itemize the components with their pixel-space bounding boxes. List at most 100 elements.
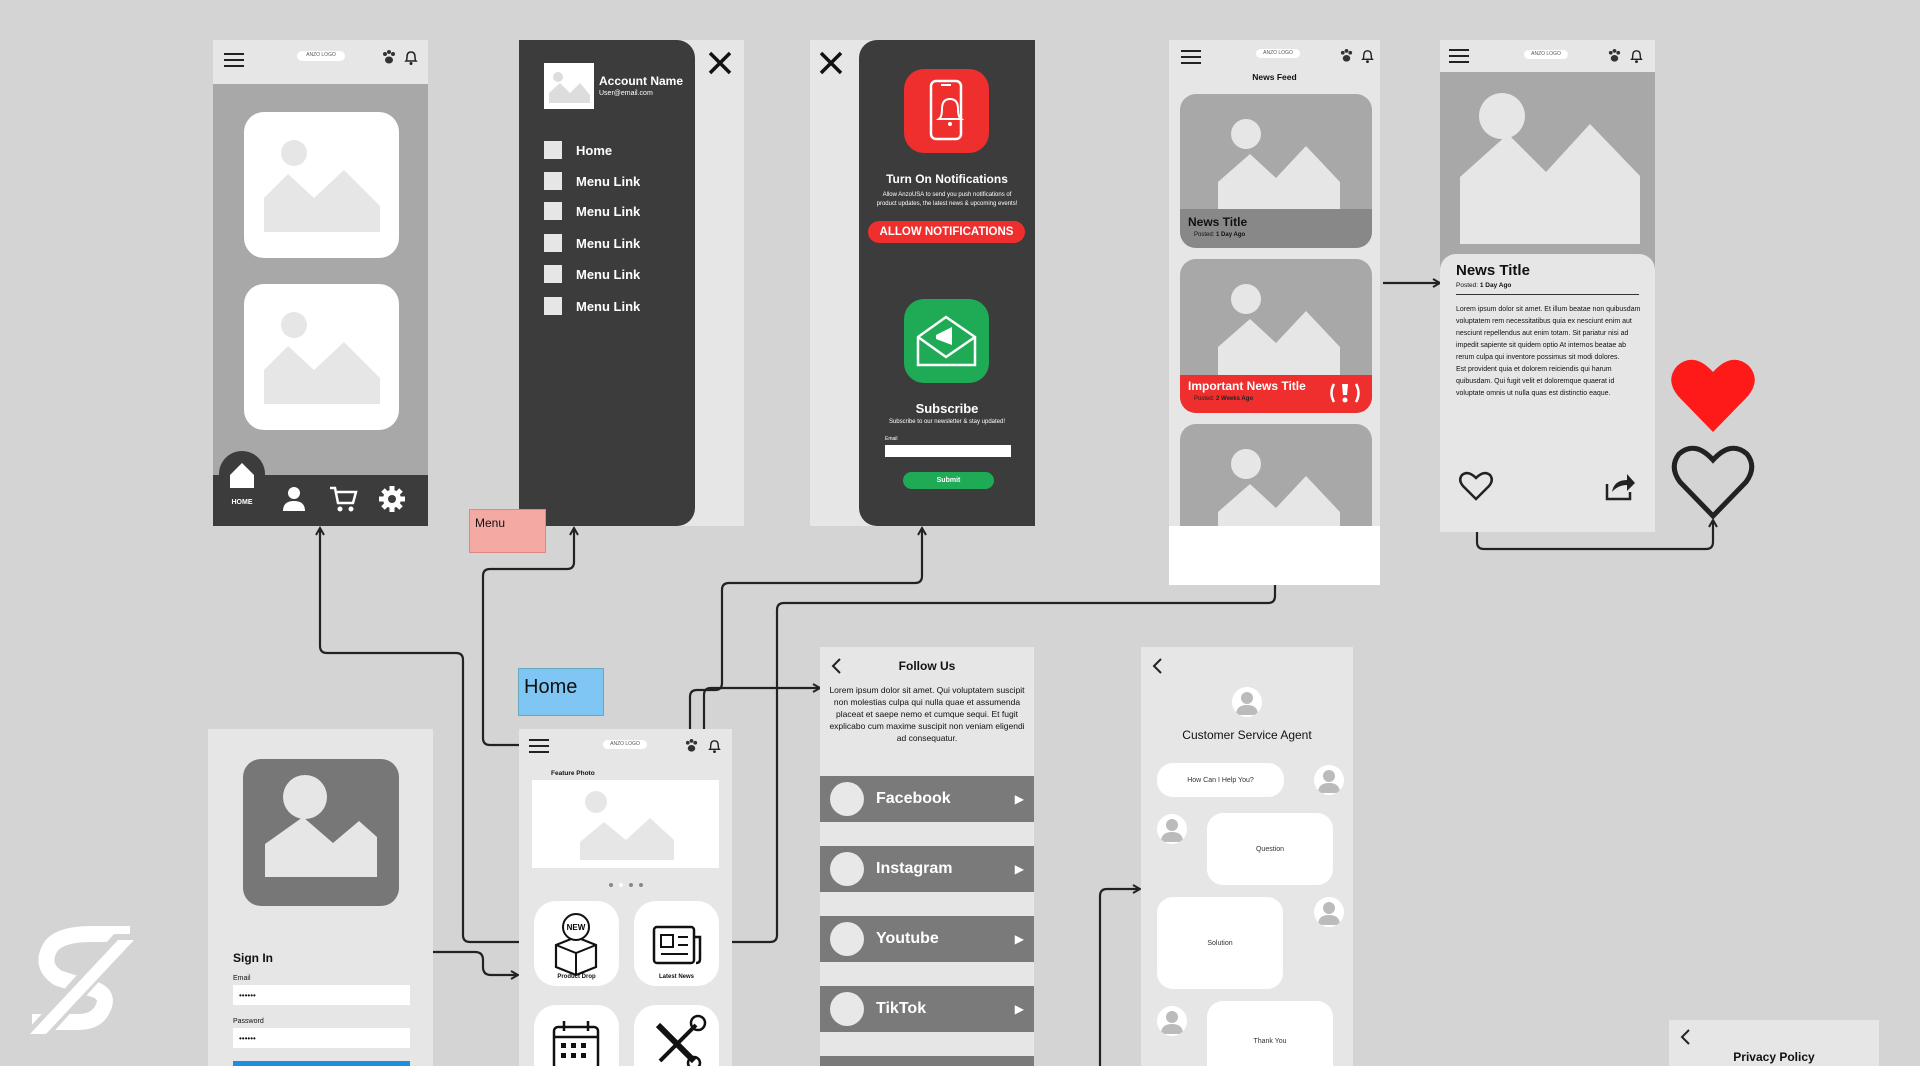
image-placeholder	[244, 112, 399, 258]
paw-icon[interactable]	[381, 49, 397, 65]
home-icon	[230, 463, 254, 488]
article-sheet: News Title Posted: 1 Day Ago Lorem ipsum…	[1440, 254, 1655, 532]
paw-icon[interactable]	[1607, 48, 1622, 63]
bell-icon[interactable]	[403, 49, 419, 66]
logo: ANZO LOGO	[1524, 50, 1568, 59]
paw-icon[interactable]	[1339, 48, 1354, 63]
account-name: Account Name	[599, 74, 684, 88]
agent-avatar	[1157, 1006, 1187, 1036]
tile-calendar[interactable]	[534, 1005, 619, 1066]
signin-title: Sign In	[233, 951, 273, 965]
password-field[interactable]: ••••••	[233, 1028, 410, 1048]
share-icon[interactable]	[1603, 470, 1637, 502]
allow-notifications-button[interactable]: ALLOW NOTIFICATIONS	[868, 221, 1025, 243]
news-card[interactable]	[1180, 424, 1372, 526]
menu-item-icon	[544, 265, 562, 283]
back-icon[interactable]	[830, 657, 842, 675]
feature-label: Feature Photo	[551, 770, 595, 777]
submit-button[interactable]: Submit	[903, 472, 994, 489]
menu-item-link[interactable]: Menu Link	[544, 297, 640, 315]
news-card-important[interactable]: Important News Title Posted: 2 Weeks Ago	[1180, 259, 1372, 413]
menu-icon[interactable]	[1449, 49, 1469, 63]
account-email: User@email.com	[599, 90, 653, 97]
social-more[interactable]	[820, 1056, 1034, 1066]
menu-item-label: Menu Link	[576, 173, 641, 189]
menu-item-link[interactable]: Menu Link	[544, 265, 640, 283]
notify-title: Turn On Notifications	[886, 172, 1008, 186]
top-bar: ANZO LOGO	[1440, 40, 1655, 72]
menu-icon[interactable]	[529, 739, 549, 753]
back-icon[interactable]	[1151, 657, 1163, 675]
chevron-right-icon: ▶	[1014, 932, 1024, 946]
home-tab[interactable]	[219, 451, 265, 497]
posted-prefix: Posted:	[1194, 396, 1215, 402]
page-title: News Feed	[1252, 72, 1297, 82]
note-menu: Menu	[469, 509, 546, 553]
top-bar: ANZO LOGO	[213, 40, 428, 84]
signin-button[interactable]	[233, 1061, 410, 1066]
logo: ANZO LOGO	[603, 740, 647, 749]
posted-value: 1 Day Ago	[1216, 232, 1246, 238]
agent-avatar	[1232, 687, 1262, 717]
menu-item-icon	[544, 202, 562, 220]
email-field[interactable]	[885, 445, 1011, 457]
heart-outline-icon[interactable]	[1458, 470, 1494, 502]
back-icon[interactable]	[1679, 1028, 1691, 1046]
email-field[interactable]: ••••••	[233, 985, 410, 1005]
bell-icon[interactable]	[1360, 48, 1375, 64]
tile-latest-news[interactable]: Latest News	[634, 901, 719, 986]
home-tab-label: HOME	[231, 499, 253, 506]
carousel-dots[interactable]	[607, 875, 647, 887]
paw-icon[interactable]	[684, 738, 699, 753]
feature-photo[interactable]	[532, 780, 719, 868]
calendar-icon	[552, 1021, 600, 1066]
brand-s-logo	[18, 926, 142, 1046]
social-youtube[interactable]: Youtube ▶	[820, 916, 1034, 962]
email-label: Email	[885, 436, 898, 442]
bell-icon[interactable]	[707, 738, 722, 754]
user-icon[interactable]	[281, 485, 307, 513]
tile-tools[interactable]	[634, 1005, 719, 1066]
menu-item-icon	[544, 141, 562, 159]
follow-body: Lorem ipsum dolor sit amet. Qui voluptat…	[829, 685, 1025, 743]
posted-prefix: Posted:	[1456, 282, 1479, 289]
gear-icon[interactable]	[377, 484, 407, 514]
tools-icon	[655, 1014, 707, 1066]
note-home: Home	[518, 668, 604, 716]
screen-chat: Customer Service Agent How Can I Help Yo…	[1141, 647, 1353, 1066]
tile-label: Product Drop	[557, 974, 596, 980]
social-facebook[interactable]: Facebook ▶	[820, 776, 1034, 822]
agent-avatar	[1157, 814, 1187, 844]
chat-bubble-user: Question	[1207, 813, 1333, 885]
close-icon[interactable]	[818, 50, 844, 76]
social-label: Facebook	[876, 790, 951, 807]
menu-item-link[interactable]: Menu Link	[544, 172, 640, 190]
posted-value: 1 Day Ago	[1479, 282, 1512, 289]
tile-product-drop[interactable]: NEW Product Drop	[534, 901, 619, 986]
note-menu-text: Menu	[475, 516, 506, 530]
social-tiktok[interactable]: TikTok ▶	[820, 986, 1034, 1032]
close-icon[interactable]	[707, 50, 733, 76]
menu-icon[interactable]	[1181, 50, 1201, 64]
social-avatar	[830, 992, 864, 1026]
screen-article: ANZO LOGO News Title Posted: 1 Day Ago L…	[1440, 40, 1655, 532]
bottom-nav: HOME	[213, 451, 428, 526]
social-instagram[interactable]: Instagram ▶	[820, 846, 1034, 892]
image-placeholder	[244, 284, 399, 430]
notification-panel: Turn On Notifications Allow AnzoUSA to s…	[859, 40, 1035, 526]
bell-icon[interactable]	[1629, 48, 1644, 64]
cart-icon[interactable]	[328, 485, 358, 513]
signin-image	[243, 759, 399, 906]
social-label: Instagram	[876, 860, 953, 877]
menu-item-link[interactable]: Menu Link	[544, 202, 640, 220]
news-card[interactable]: News Title Posted: 1 Day Ago	[1180, 94, 1372, 248]
subscribe-body: Subscribe to our newsletter & stay updat…	[888, 419, 1006, 425]
heart-outline-large-icon	[1669, 442, 1757, 522]
menu-item-home[interactable]: Home	[544, 141, 612, 159]
connector-signin-to-home	[433, 950, 518, 975]
social-label: TikTok	[876, 1000, 927, 1017]
notify-body: Allow AnzoUSA to send you push notificat…	[876, 192, 1018, 207]
menu-icon[interactable]	[223, 52, 245, 68]
news-card-title: News Title	[1188, 215, 1248, 229]
menu-item-link[interactable]: Menu Link	[544, 234, 640, 252]
